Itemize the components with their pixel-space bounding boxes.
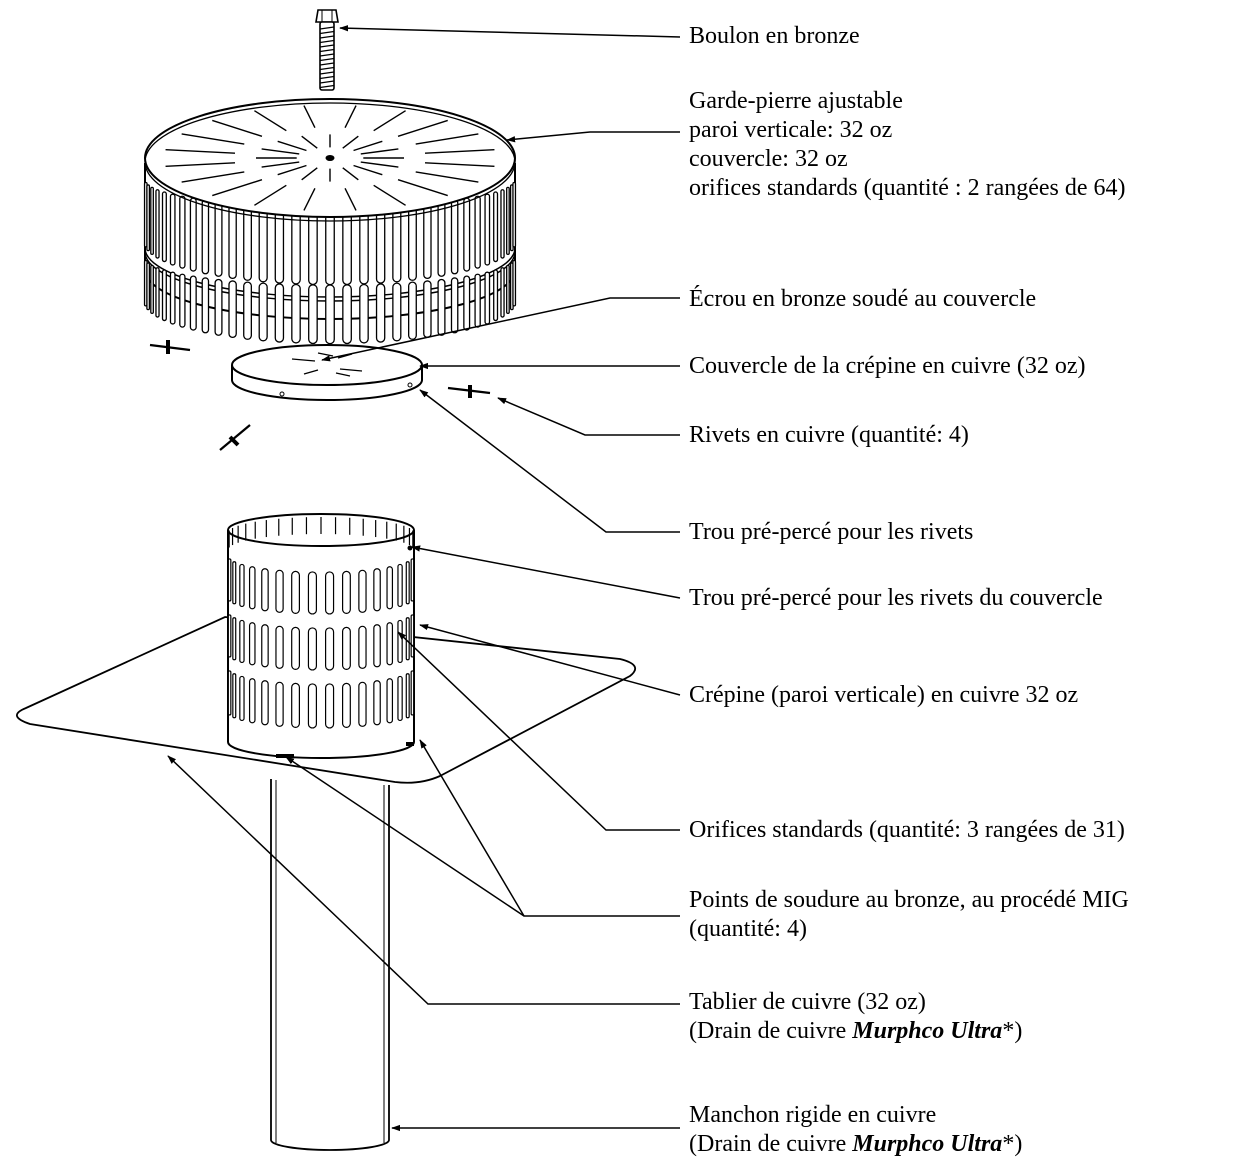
label-sleeve-line1: Manchon rigide en cuivre	[689, 1102, 937, 1128]
label-gravel-guard-line1: Garde-pierre ajustable	[689, 88, 903, 114]
leader-weld-2	[419, 739, 525, 917]
leader-gravel-guard	[506, 131, 680, 143]
label-strainer-cover: Couvercle de la crépine en cuivre (32 oz…	[689, 353, 1086, 379]
label-cover-rivet-hole: Trou pré-percé pour les rivets du couver…	[689, 585, 1103, 611]
label-welds-line2: (quantité: 4)	[689, 916, 807, 942]
bronze-bolt	[315, 9, 339, 91]
label-rivet-hole: Trou pré-percé pour les rivets	[689, 519, 974, 545]
leader-flange	[167, 755, 680, 1005]
leader-cover-rivet-hole	[411, 545, 681, 599]
label-gravel-guard-line2: paroi verticale: 32 oz	[689, 117, 893, 143]
strainer-cover	[231, 344, 423, 401]
rigid-sleeve	[270, 779, 390, 1151]
label-sleeve-line2: (Drain de cuivre Murphco Ultra*)	[689, 1130, 1022, 1159]
label-welds-line1: Points de soudure au bronze, au procédé …	[689, 887, 1129, 913]
label-flange-prefix: (Drain de cuivre	[689, 1018, 853, 1044]
rivet-right	[447, 385, 491, 398]
label-flange-line2: (Drain de cuivre Murphco Ultra*)	[689, 1017, 1022, 1046]
leader-lines	[167, 25, 681, 1132]
leader-bolt	[339, 25, 681, 38]
strainer-cylinder	[227, 513, 415, 759]
label-nut: Écrou en bronze soudé au couvercle	[689, 286, 1037, 312]
label-gravel-guard-line4: orifices standards (quantité : 2 rangées…	[689, 175, 1126, 201]
label-flange-suffix: *)	[1002, 1018, 1023, 1044]
label-flange-line1: Tablier de cuivre (32 oz)	[689, 989, 926, 1015]
leader-nut	[321, 297, 680, 362]
leader-orifices	[397, 631, 680, 831]
label-rivets: Rivets en cuivre (quantité: 4)	[689, 422, 969, 448]
rivet-bottom-left	[219, 424, 251, 451]
label-sleeve-brand: Murphco Ultra	[852, 1131, 1003, 1157]
label-welds: Points de soudure au bronze, au procédé …	[689, 886, 1129, 944]
leader-rivet-hole	[419, 389, 680, 533]
gravel-guard	[143, 98, 517, 345]
label-bolt: Boulon en bronze	[689, 23, 860, 49]
label-sleeve: Manchon rigide en cuivre (Drain de cuivr…	[689, 1101, 1022, 1159]
label-orifices: Orifices standards (quantité: 3 rangées …	[689, 817, 1125, 843]
label-gravel-guard-line3: couvercle: 32 oz	[689, 146, 848, 172]
label-flange-brand: Murphco Ultra	[852, 1018, 1003, 1044]
rivet-left	[149, 340, 191, 354]
label-strainer-wall: Crépine (paroi verticale) en cuivre 32 o…	[689, 682, 1079, 708]
leader-rivets	[497, 397, 680, 436]
label-gravel-guard: Garde-pierre ajustable paroi verticale: …	[689, 87, 1126, 203]
label-sleeve-prefix: (Drain de cuivre	[689, 1131, 853, 1157]
label-sleeve-suffix: *)	[1002, 1131, 1023, 1157]
leader-strainer-wall	[419, 624, 681, 696]
label-flange: Tablier de cuivre (32 oz) (Drain de cuiv…	[689, 988, 1022, 1046]
